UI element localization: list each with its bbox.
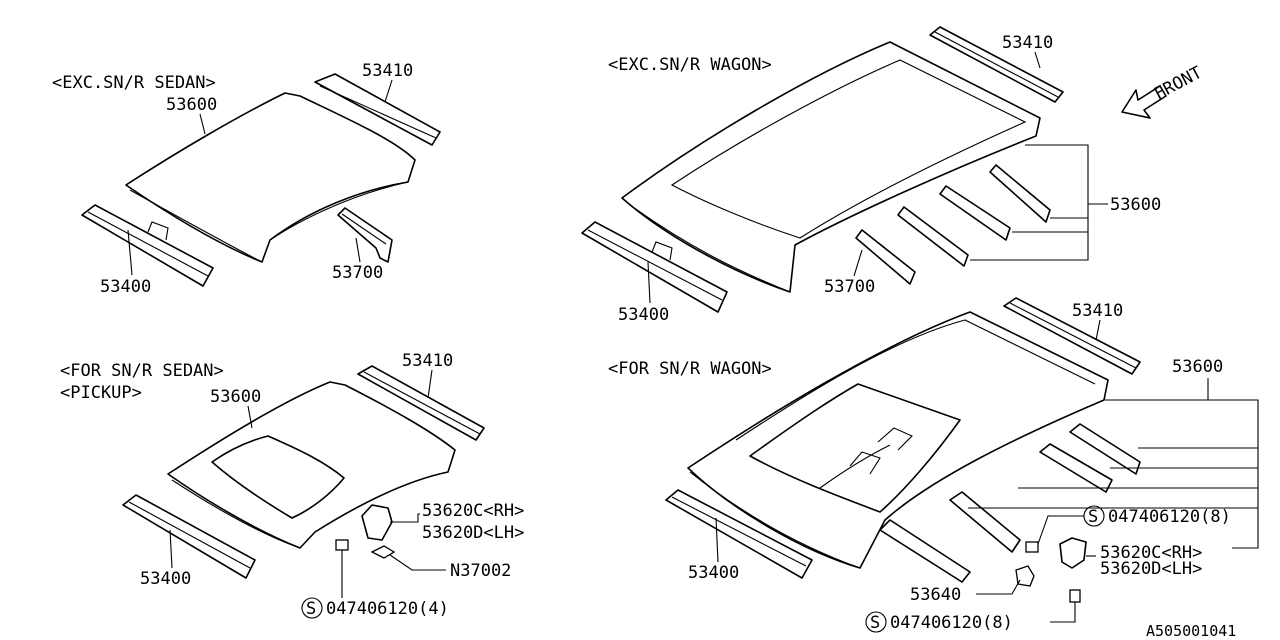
clip-illustration [370,545,396,559]
front-direction-arrow: FRONT [1121,63,1206,119]
label-sunroof-wagon-53600: 53600 [1172,357,1223,377]
label-53620d: 53620D<LH> [422,523,524,543]
sunroof-bracket-illustration [361,504,393,541]
label-wagon-53600: 53600 [1110,195,1161,215]
label-sunroof-wagon-53410: 53410 [1072,301,1123,321]
label-sunroof-53410: 53410 [402,351,453,371]
s-mark-upper: S [1088,507,1098,527]
diagram-id: A505001041 [1146,622,1236,640]
label-bolt-8-upper: 047406120(8) [1108,507,1231,527]
group-title-exc-wagon: <EXC.SN/R WAGON> [608,55,772,75]
label-53400: 53400 [100,277,151,297]
bolt-spec-8-lower: S 047406120(8) [865,611,1076,633]
label-sunroof-wagon-53400: 53400 [688,563,739,583]
label-wagon-53400: 53400 [618,305,669,325]
label-n37002: N37002 [450,561,511,581]
bolt-spec-4: S 047406120(4) [301,597,449,619]
roof-bow-illustration [337,207,393,263]
rear-roof-rail-illustration [314,73,441,146]
sunroof-wagon-frame-3-illustration [949,491,1021,553]
group-title-exc-sedan: <EXC.SN/R SEDAN> [52,73,216,93]
front-roof-rail-illustration [81,204,214,287]
label-wagon-53620d: 53620D<LH> [1100,559,1202,579]
sunroof-wagon-frame-2-illustration [1039,443,1113,493]
wagon-roof-bow-2-illustration [939,185,1011,241]
upper-bolt-illustration [1025,541,1039,553]
label-wagon-53700: 53700 [824,277,875,297]
label-53600: 53600 [166,95,217,115]
group-exc-sedan: <EXC.SN/R SEDAN> 53410 53600 53400 53700 [52,61,441,297]
nut-illustration [1015,565,1035,587]
group-for-wagon: <FOR SN/R WAGON> 53 [608,297,1259,633]
sunroof-wagon-bracket-illustration [1059,537,1087,569]
group-title-for-sedan: <FOR SN/R SEDAN> [60,361,224,381]
group-exc-wagon: <EXC.SN/R WAGON> FRONT 53410 53600 53400 [581,26,1206,325]
s-mark-lower: S [870,613,880,633]
sunroof-wagon-frame-1-illustration [1069,423,1141,475]
label-bolt-8-lower: 047406120(8) [890,613,1013,633]
label-wagon-53410: 53410 [1002,33,1053,53]
wagon-roof-bow-1-illustration [989,164,1051,223]
sunroof-wagon-frame-4-illustration [879,519,971,583]
sunroof-front-roof-rail-illustration [122,494,256,579]
lower-bolt-illustration [1069,589,1081,614]
wagon-roof-bow-4-illustration [855,229,916,285]
label-bolt-4: 047406120(4) [326,599,449,619]
label-53640: 53640 [910,585,961,605]
front-label: FRONT [1151,63,1206,105]
group-for-sedan: <FOR SN/R SEDAN> <PICKUP> 53410 53600 53… [60,351,524,619]
label-sunroof-53400: 53400 [140,569,191,589]
wagon-roof-panel-illustration [621,41,1041,293]
group-title-pickup: <PICKUP> [60,383,142,403]
label-53620c: 53620C<RH> [422,501,524,521]
sunroof-wagon-opening-illustration [749,383,961,513]
bolt-spec-8-upper: S 047406120(8) [1037,505,1231,545]
label-wagon-53620c: 53620C<RH> [1100,543,1202,563]
label-53410: 53410 [362,61,413,81]
roof-panel-illustration [125,92,416,263]
label-53700: 53700 [332,263,383,283]
sunroof-opening-illustration [211,435,345,519]
label-sunroof-53600: 53600 [210,387,261,407]
bolt-illustration [335,539,349,560]
sunroof-wagon-front-roof-rail-illustration [665,489,813,579]
wagon-front-roof-rail-illustration [581,221,728,313]
group-title-for-wagon: <FOR SN/R WAGON> [608,359,772,379]
s-mark: S [306,599,316,619]
wagon-roof-bow-3-illustration [897,206,969,267]
